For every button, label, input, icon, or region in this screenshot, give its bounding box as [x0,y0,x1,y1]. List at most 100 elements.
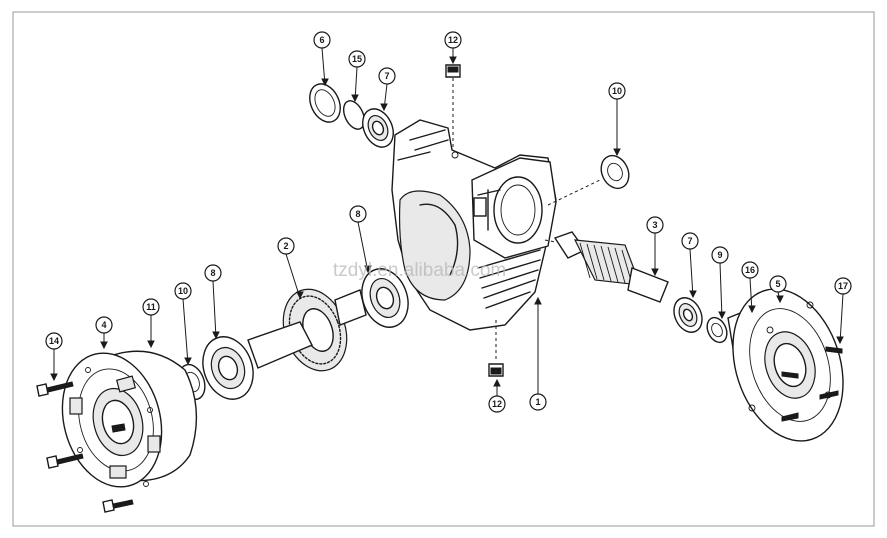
worm-shaft-part-3 [544,231,669,303]
callout-number: 7 [687,236,692,246]
callout-arrowhead [776,295,784,304]
callout-number: 12 [492,399,502,409]
callout-number: 2 [283,241,288,251]
diagram-border [12,11,875,527]
spacer-part-10-right [547,154,630,206]
callout-arrowhead [50,373,58,382]
callout-c8a: 8 [349,205,372,274]
callout-arrowhead [184,357,192,366]
callout-bubble [608,82,626,100]
bearing-part-8-middle [361,268,409,328]
callout-arrowhead [718,311,726,320]
bearing-part-7-top [362,108,394,148]
callout-number: 12 [448,35,458,45]
flange-part-4-left [61,352,163,488]
callout-bubble [529,393,547,411]
bolts-part-14 [36,381,134,513]
callout-number: 1 [535,397,540,407]
callout-arrowhead [836,336,844,345]
callout-c3: 3 [646,216,664,277]
callout-c7b: 7 [681,232,699,299]
callout-bubble [313,31,331,49]
callout-arrowhead [380,103,388,112]
callout-arrowhead [449,56,457,65]
callout-c2: 2 [277,237,304,300]
callout-number: 10 [178,286,188,296]
callout-c11: 11 [142,298,160,349]
callout-number: 7 [384,71,389,81]
callout-arrowhead [689,290,697,299]
callout-arrowhead [651,268,659,277]
callout-bubble [348,50,366,68]
callout-number: 14 [49,336,59,346]
plug-bottom-part-12 [488,320,504,377]
callout-bubble [204,264,222,282]
callout-c8b: 8 [204,264,222,340]
callout-c7a: 7 [378,67,396,112]
callout-number: 17 [838,281,848,291]
callout-c17: 17 [834,277,852,345]
callout-number: 5 [775,279,780,289]
callout-arrowhead [212,331,220,340]
callout-c4: 4 [95,316,113,350]
watermark: tzdyl.en.alibaba.com [333,260,506,281]
callout-arrowhead [613,148,621,157]
callout-arrowhead [100,341,108,350]
callout-bubble [174,282,192,300]
callout-leader [285,253,301,299]
callout-bubble [769,275,787,293]
callout-c10b: 10 [174,282,192,366]
callout-c16: 16 [741,261,759,314]
callout-number: 9 [717,250,722,260]
callout-bubble [834,277,852,295]
callout-arrowhead [321,78,329,87]
callout-bubble [277,237,295,255]
callout-leader [212,280,217,339]
callout-arrowhead [493,378,501,387]
callout-bubble [444,31,462,49]
bearing-part-7-right [673,297,703,333]
callout-arrowhead [748,305,756,314]
callout-number: 3 [652,220,657,230]
callout-bubble [488,395,506,413]
callout-bubble [681,232,699,250]
gear-shaft-part-2 [247,288,367,372]
callout-bubble [646,216,664,234]
callout-arrowhead [364,265,372,274]
callout-leader [719,262,723,319]
oil-seal-part-6 [309,83,341,123]
plug-top-part-12 [445,64,461,150]
callout-number: 15 [352,54,362,64]
callout-arrowhead [147,340,155,349]
callout-c14: 14 [45,332,63,382]
callout-bubble [741,261,759,279]
callout-c15: 15 [348,50,366,103]
callout-c10a: 10 [608,82,626,157]
callout-number: 10 [612,86,622,96]
callout-arrowhead [296,291,304,300]
callout-bubble [95,316,113,334]
callout-leader [839,293,844,344]
callout-arrowhead [351,94,359,103]
callout-bubble [142,298,160,316]
callout-number: 4 [101,320,106,330]
callout-c5: 5 [769,275,787,304]
bearing-part-8-left [202,336,254,400]
callout-number: 11 [146,302,156,312]
callout-c12b: 12 [488,378,506,413]
callout-c1: 1 [529,296,547,411]
circlip-part-15 [342,100,366,130]
housing-part-1 [391,119,557,331]
callout-bubble [349,205,367,223]
callout-c12a: 12 [444,31,462,65]
callout-bubble [711,246,729,264]
bolts-part-17 [781,346,843,422]
callout-bubble [378,67,396,85]
callout-leader [689,248,694,298]
flange-part-5-right [732,288,844,442]
callout-c9: 9 [711,246,729,320]
seal-part-9 [706,316,728,344]
callout-number: 16 [745,265,755,275]
